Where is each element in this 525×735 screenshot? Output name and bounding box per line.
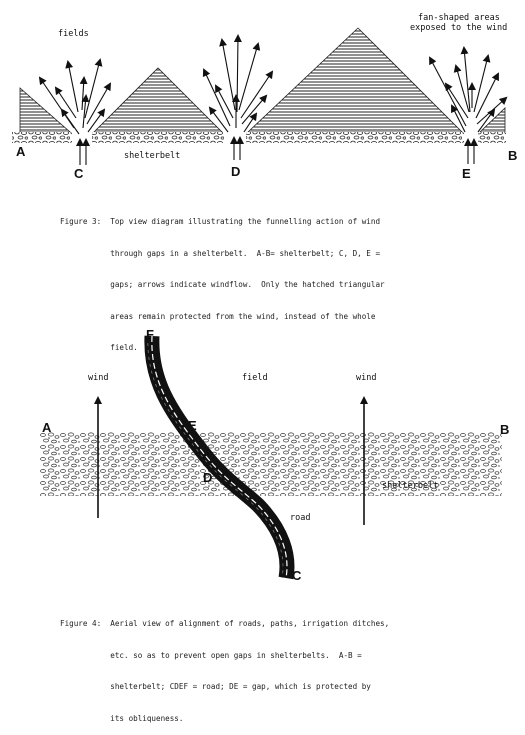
caption-line: etc. so as to prevent open gaps in shelt… xyxy=(60,650,362,660)
figure-3: fields fan-shaped areas exposed to the w… xyxy=(12,13,517,181)
caption-line: areas remain protected from the wind, in… xyxy=(60,311,376,321)
label-fan-areas-line2: exposed to the wind xyxy=(410,23,507,33)
protected-area-2 xyxy=(93,67,223,133)
label-fields: fields xyxy=(58,29,89,39)
caption-line: through gaps in a shelterbelt. A-B= shel… xyxy=(60,248,381,258)
label-c-fig3: C xyxy=(74,166,84,181)
figure-4-caption: Figure 4: Aerial view of alignment of ro… xyxy=(60,598,389,735)
shelterbelt-segment-4 xyxy=(478,132,506,143)
label-e-fig4: E xyxy=(188,418,197,433)
label-shelterbelt-fig3: shelterbelt xyxy=(124,151,180,161)
protected-area-3 xyxy=(246,27,463,133)
diagram-canvas: fields fan-shaped areas exposed to the w… xyxy=(12,13,517,583)
label-e-fig3: E xyxy=(462,166,471,181)
figure-4: wind field wind shelterbelt road A B C D… xyxy=(40,327,509,583)
caption-line: gaps; arrows indicate windflow. Only the… xyxy=(60,280,385,289)
label-d-fig3: D xyxy=(231,164,240,179)
caption-line: field. xyxy=(60,343,138,352)
label-wind-right: wind xyxy=(356,373,376,383)
label-b-fig3: B xyxy=(508,148,517,163)
label-a-fig3: A xyxy=(16,144,26,159)
wind-arrows-gap-e xyxy=(429,46,508,164)
shelterbelt-band xyxy=(40,432,502,496)
caption-line: Figure 4: Aerial view of alignment of ro… xyxy=(60,619,390,628)
label-road: road xyxy=(290,513,310,523)
road-texture xyxy=(151,335,288,579)
shelterbelt-segment-3 xyxy=(246,132,464,143)
caption-line: its obliqueness. xyxy=(60,713,184,723)
label-fan-areas-line1: fan-shaped areas xyxy=(418,13,500,23)
label-shelterbelt-fig4: shelterbelt xyxy=(382,481,438,491)
figure-3-caption: Figure 3: Top view diagram illustrating … xyxy=(60,196,385,364)
label-d-fig4: D xyxy=(203,470,212,485)
label-wind-left: wind xyxy=(88,373,108,383)
wind-arrows-gap-d xyxy=(202,34,274,160)
shelterbelt-segment-2 xyxy=(92,132,224,143)
label-c-fig4: C xyxy=(292,568,302,583)
wind-arrows-gap-c xyxy=(38,58,111,165)
caption-line: shelterbelt; CDEF = road; DE = gap, whic… xyxy=(60,682,371,691)
label-b-fig4: B xyxy=(500,422,509,437)
caption-line: Figure 3: Top view diagram illustrating … xyxy=(60,217,381,226)
label-a-fig4: A xyxy=(42,420,52,435)
label-f-fig4: F xyxy=(146,327,154,342)
label-field: field xyxy=(242,373,268,383)
shelterbelt-segment-1 xyxy=(12,132,72,143)
